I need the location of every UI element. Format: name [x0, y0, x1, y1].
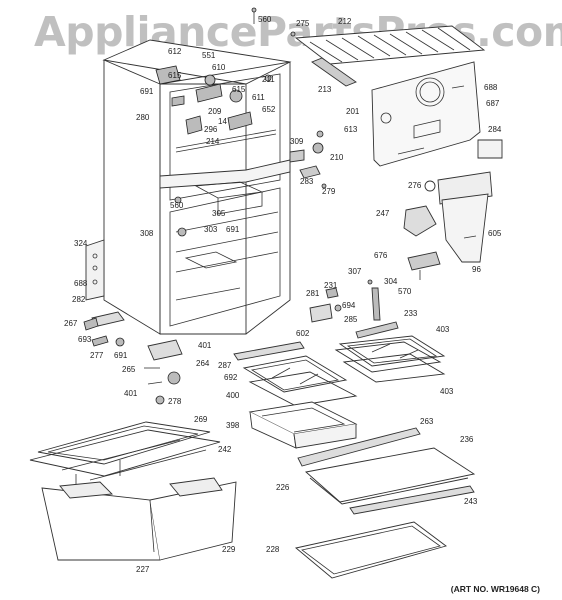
part-label: 14 [218, 117, 227, 126]
hardware-parts [83, 7, 296, 405]
part-label: 209 [208, 107, 222, 116]
part-label: 688 [74, 279, 88, 288]
part-label: 231 [324, 281, 338, 290]
part-label: 279 [322, 187, 336, 196]
part-label: 214 [206, 137, 220, 146]
part-label: 570 [398, 287, 412, 296]
part-label: 403 [440, 387, 454, 396]
air-duct-parts [403, 171, 493, 280]
part-label: 307 [348, 267, 362, 276]
part-label: 229 [222, 545, 236, 554]
part-label: 226 [276, 483, 290, 492]
part-label: 602 [296, 329, 310, 338]
crisper-cover [295, 427, 476, 579]
part-label: 613 [344, 125, 358, 134]
part-label: 304 [384, 277, 398, 286]
part-label: 398 [226, 421, 240, 430]
part-label: 694 [342, 301, 356, 310]
shelf-supports [309, 279, 399, 339]
part-label: 692 [224, 373, 238, 382]
cabinet [85, 39, 292, 335]
part-label: 691 [114, 351, 128, 360]
part-label: 242 [218, 445, 232, 454]
part-label: 285 [344, 315, 358, 324]
part-label: 691 [226, 225, 240, 234]
part-label: 210 [330, 153, 344, 162]
part-label: 96 [472, 265, 481, 274]
part-label: 615 [168, 71, 182, 80]
part-label: 265 [122, 365, 136, 374]
meat-pan [248, 401, 358, 449]
damper-parts [289, 130, 327, 189]
part-label: 691 [140, 87, 154, 96]
part-label: 687 [486, 99, 500, 108]
part-label: 296 [204, 125, 218, 134]
part-label: 284 [488, 125, 502, 134]
part-label: 693 [78, 335, 92, 344]
part-label: 309 [290, 137, 304, 146]
part-label: 605 [488, 229, 502, 238]
part-label: 236 [460, 435, 474, 444]
part-label: 213 [318, 85, 332, 94]
art-number: (ART NO. WR19648 C) [450, 584, 540, 594]
evaporator-cover [371, 61, 481, 167]
part-label: 281 [306, 289, 320, 298]
part-label: 280 [136, 113, 150, 122]
crisper-pans [29, 421, 237, 561]
callout-labels: 560 275 212 612 551 691 615 610 211 688 213 615 611 2… [64, 15, 502, 574]
part-label: 243 [464, 497, 478, 506]
label-card [477, 139, 503, 159]
part-label: 282 [72, 295, 86, 304]
part-label: 688 [484, 83, 498, 92]
part-label: 228 [266, 545, 280, 554]
part-label: 264 [196, 359, 210, 368]
part-label: 277 [90, 351, 104, 360]
part-label: 275 [296, 19, 310, 28]
shelf-rail [311, 57, 357, 87]
part-label: 267 [64, 319, 78, 328]
part-label: 283 [300, 177, 314, 186]
part-label: 560 [170, 201, 184, 210]
part-label: 676 [374, 251, 388, 260]
part-label: 276 [408, 181, 422, 190]
wire-shelf [294, 25, 486, 65]
part-label: 551 [202, 51, 216, 60]
part-label: 610 [212, 63, 226, 72]
part-label: 612 [168, 47, 182, 56]
part-label: 212 [338, 17, 352, 26]
part-label: 201 [346, 107, 360, 116]
part-label: 401 [124, 389, 138, 398]
part-label: 305 [212, 209, 226, 218]
part-label: 211 [262, 75, 275, 84]
part-label: 303 [204, 225, 218, 234]
part-label: 247 [376, 209, 390, 218]
part-label: 560 [258, 15, 272, 24]
part-label: 611 [252, 93, 265, 102]
part-label: 287 [218, 361, 232, 370]
part-label: 263 [420, 417, 434, 426]
part-label: 401 [198, 341, 212, 350]
part-label: 324 [74, 239, 88, 248]
part-label: 269 [194, 415, 208, 424]
part-label: 308 [140, 229, 154, 238]
part-label: 652 [262, 105, 276, 114]
part-label: 278 [168, 397, 182, 406]
part-label: 233 [404, 309, 418, 318]
part-label: 227 [136, 565, 150, 574]
glass-shelves [233, 335, 446, 407]
part-label: 400 [226, 391, 240, 400]
part-label: 403 [436, 325, 450, 334]
part-label: 615 [232, 85, 246, 94]
